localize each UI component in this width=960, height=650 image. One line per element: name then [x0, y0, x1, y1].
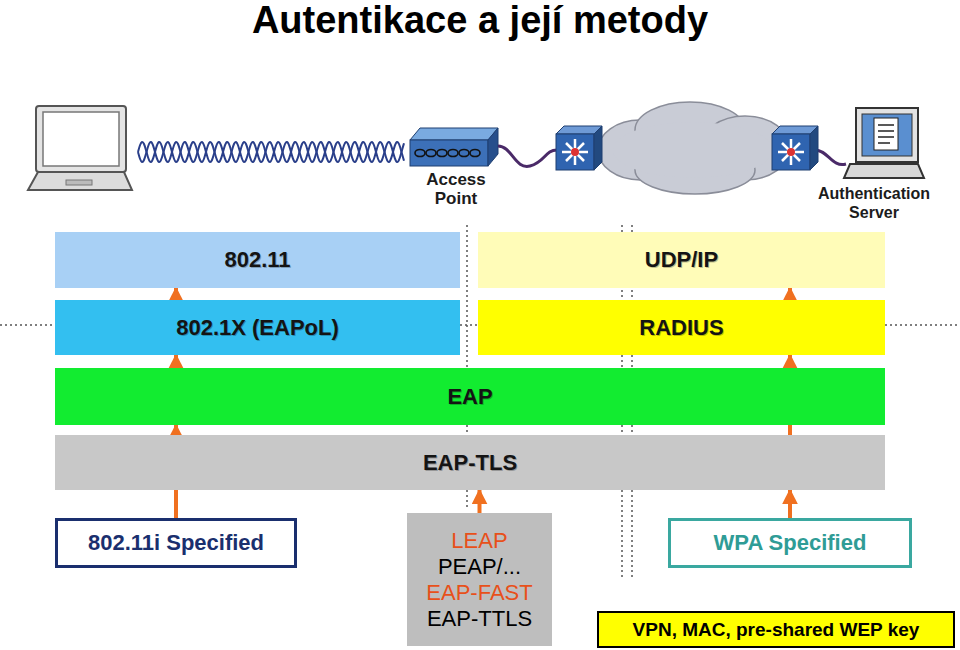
wave-stroke	[138, 142, 404, 162]
standard-box: 802.11i Specified	[55, 518, 297, 568]
node-text: 802.11	[224, 247, 290, 273]
network-cloud	[598, 102, 790, 194]
node-text: VPN, MAC, pre-shared WEP key	[633, 617, 920, 643]
wave-stroke	[138, 142, 404, 162]
protocol-band: 802.11	[55, 232, 460, 288]
device-label: Access Point	[418, 170, 494, 208]
node-text: UDP/IP	[645, 247, 718, 273]
node-text: EAP-FAST	[426, 580, 532, 606]
node-text: LEAP	[451, 528, 507, 554]
arrow-connector	[788, 490, 792, 518]
standard-box: WPA Specified	[668, 518, 912, 568]
arrow-connector	[478, 490, 482, 513]
device-label: Authentication Server	[808, 184, 940, 222]
server-computer-icon	[844, 108, 924, 178]
switch-icon	[772, 126, 818, 170]
protocol-band: 802.1X (EAPoL)	[55, 300, 460, 355]
node-text: 802.1X (EAPoL)	[176, 315, 339, 341]
protocol-band: UDP/IP	[478, 232, 885, 288]
protocol-band: EAP-TLS	[55, 435, 885, 490]
node-text: EAP-TTLS	[427, 606, 532, 632]
cable	[498, 146, 557, 166]
page-title: Autentikace a její metody	[0, 0, 960, 40]
node-text: WPA Specified	[714, 530, 867, 556]
cable	[815, 150, 846, 165]
node-text: PEAP/...	[438, 554, 521, 580]
switch-icon	[556, 126, 602, 170]
access-point-icon	[410, 128, 498, 166]
node-text: EAP	[447, 384, 492, 410]
method-list-box: LEAPPEAP/...EAP-FASTEAP-TTLS	[407, 513, 552, 646]
wireless-signal	[138, 142, 404, 162]
protocol-band: RADIUS	[478, 300, 885, 355]
node-text: 802.11i Specified	[88, 530, 264, 556]
note-box: VPN, MAC, pre-shared WEP key	[597, 611, 955, 648]
node-text: RADIUS	[639, 315, 723, 341]
protocol-band: EAP	[55, 368, 885, 425]
laptop-icon	[28, 106, 132, 190]
node-text: EAP-TLS	[423, 450, 517, 476]
